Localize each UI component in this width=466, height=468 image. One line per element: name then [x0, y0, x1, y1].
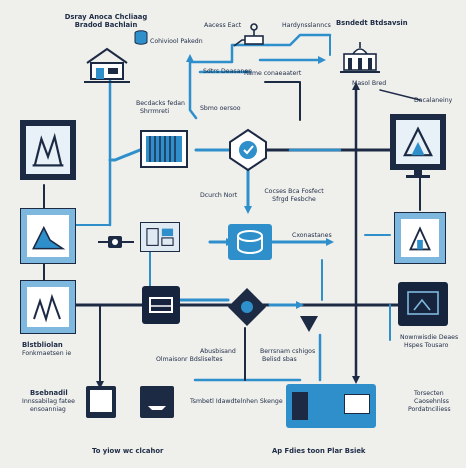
storage-icon[interactable] [140, 222, 180, 252]
monitor-icon[interactable] [20, 120, 76, 180]
storage-icon[interactable] [142, 286, 180, 324]
label-bottom-left-1: Bsebnadil [30, 389, 68, 397]
label-footer-right: Ap Fdies toon Plar Bsiek [272, 447, 366, 455]
label-title-left-2: Bradod Bachlain [74, 21, 138, 29]
plug-icon[interactable] [96, 232, 136, 252]
building-icon [340, 42, 380, 73]
monitor-icon[interactable] [140, 386, 174, 418]
building-glyph-icon [409, 226, 431, 251]
label-top-right-title: Bsndedt Btdsavsin [336, 19, 408, 27]
monitor-icon[interactable] [86, 386, 116, 418]
diamond-node-icon[interactable] [226, 286, 268, 328]
label-center-bottom-4: Belisd sbas [262, 356, 297, 363]
label-footer-left: To yiow wc clcahor [92, 447, 164, 455]
monitor-icon[interactable] [394, 212, 446, 264]
label-mid-center: Sbmo oersoo [200, 105, 241, 112]
label-left-mid-1: Blstbliolan [22, 341, 63, 349]
label-center-1: Cocses Bca Fosfect [264, 188, 324, 195]
database-icon[interactable] [228, 224, 272, 260]
label-bottom-right-2: Caosehnlss [414, 398, 449, 405]
drive-glyph-icon [149, 297, 173, 313]
label-center-bottom-2: Olmaisonr Bdsliseltes [156, 356, 223, 363]
monitor-icon[interactable] [398, 282, 448, 326]
tent-glyph-icon [403, 126, 433, 157]
label-center-2: Sfrgd Fesbche [272, 196, 316, 203]
label-bottom-right-3: Pordatnciliess [408, 406, 451, 413]
monitor-stand-icon [406, 170, 430, 178]
label-right-top-2: Dacalaneiny [414, 97, 453, 104]
label-right-top-1: Masol Bred [352, 80, 387, 87]
monitor-icon[interactable] [20, 280, 76, 334]
label-top-access: Aacess Eact [204, 22, 242, 29]
chart-glyph-icon [33, 293, 61, 323]
label-mid-left-2: Shrrmreti [140, 108, 170, 115]
label-mid-left-1: Becdacks fedan [136, 100, 185, 107]
label-center-3: Cxonastanes [292, 232, 332, 239]
chart-glyph-icon [32, 225, 66, 250]
ship-glyph-icon [148, 406, 166, 410]
server-rack-icon[interactable] [140, 130, 188, 168]
storage-icon[interactable] [286, 384, 376, 428]
funnel-icon[interactable] [298, 314, 320, 334]
label-server: Dcurch Nort [200, 192, 238, 199]
label-center-bottom-1: Abusbisand [200, 348, 236, 355]
label-right-bottom-1: Nownwisdie Deaes [400, 334, 459, 341]
label-bottom-center: Tsmbetl Idawdtelnhen Skenge [190, 398, 283, 405]
label-title-left-1: Dsray Anoca Chcliaag [64, 13, 148, 21]
label-bottom-left-3: ensoanniag [30, 406, 66, 413]
label-left-mid-2: Fonkmaetsen ie [22, 350, 72, 357]
warehouse-icon [84, 47, 130, 83]
monitor-icon[interactable] [20, 208, 76, 264]
shield-icon[interactable] [226, 128, 270, 172]
chart-glyph-icon [32, 132, 64, 167]
label-bottom-left-2: Innssabilag fatee [22, 398, 75, 405]
label-top-cylinder: Cohiviool Pakedn [150, 38, 203, 45]
label-center-bottom-3: Berrsnam cshigos [260, 348, 316, 355]
label-right-bottom-2: Hspes Tousaro [404, 342, 449, 349]
label-top-hardware: Hardynsslanncs [282, 22, 331, 29]
rack-glyph-icon [146, 136, 182, 162]
label-feed-1: Sdtrs Deasanen [203, 68, 253, 75]
screen-glyph-icon [407, 291, 439, 315]
monitor-icon[interactable] [390, 114, 446, 170]
label-bottom-right-1: Torsecten [414, 390, 444, 397]
db-glyph-icon [237, 230, 263, 254]
blueprint-glyph-icon [146, 228, 174, 246]
label-feed-2: Rame conaeaatert [244, 70, 302, 77]
database-icon [134, 30, 148, 45]
network-icon [233, 23, 264, 47]
